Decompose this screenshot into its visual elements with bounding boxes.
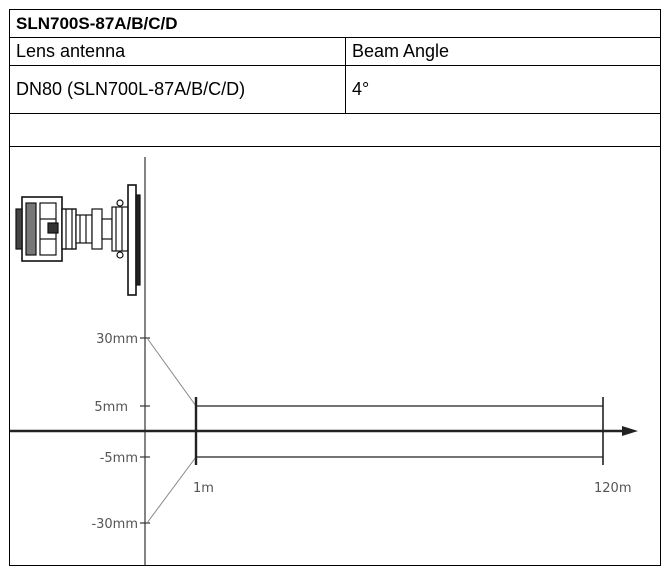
label-30mm: 30mm	[96, 332, 138, 347]
beam-angle-header: Beam Angle	[352, 41, 450, 61]
lens-antenna-value: DN80 (SLN700L-87A/B/C/D)	[16, 79, 246, 99]
title-row: SLN700S-87A/B/C/D	[10, 10, 660, 38]
label-120m: 120m	[594, 481, 631, 496]
beam-diagram: 30mm 5mm -5mm -30mm 1m 120m	[10, 147, 660, 565]
label-5mm: 5mm	[94, 400, 128, 415]
axis-arrowhead	[622, 426, 638, 436]
header-row: Lens antenna Beam Angle	[10, 38, 660, 66]
beam-angle-value: 4°	[352, 79, 370, 99]
empty-cell	[10, 114, 660, 146]
label-minus-5mm: -5mm	[100, 451, 138, 466]
label-1m: 1m	[193, 481, 214, 496]
lens-antenna-header: Lens antenna	[16, 41, 126, 61]
value-row: DN80 (SLN700L-87A/B/C/D) 4°	[10, 66, 660, 114]
empty-row	[10, 114, 660, 147]
label-minus-30mm: -30mm	[91, 517, 138, 532]
beam-edge-bottom	[146, 456, 197, 524]
radar-level-transmitter-icon	[15, 184, 141, 296]
spec-sheet: SLN700S-87A/B/C/D Lens antenna Beam Angl…	[9, 9, 661, 566]
beam-edge-top	[146, 337, 197, 407]
beam-diagram-svg: 30mm 5mm -5mm -30mm 1m 120m	[10, 157, 638, 565]
model-title: SLN700S-87A/B/C/D	[16, 13, 178, 33]
column-divider	[345, 38, 346, 65]
column-divider	[345, 66, 346, 113]
